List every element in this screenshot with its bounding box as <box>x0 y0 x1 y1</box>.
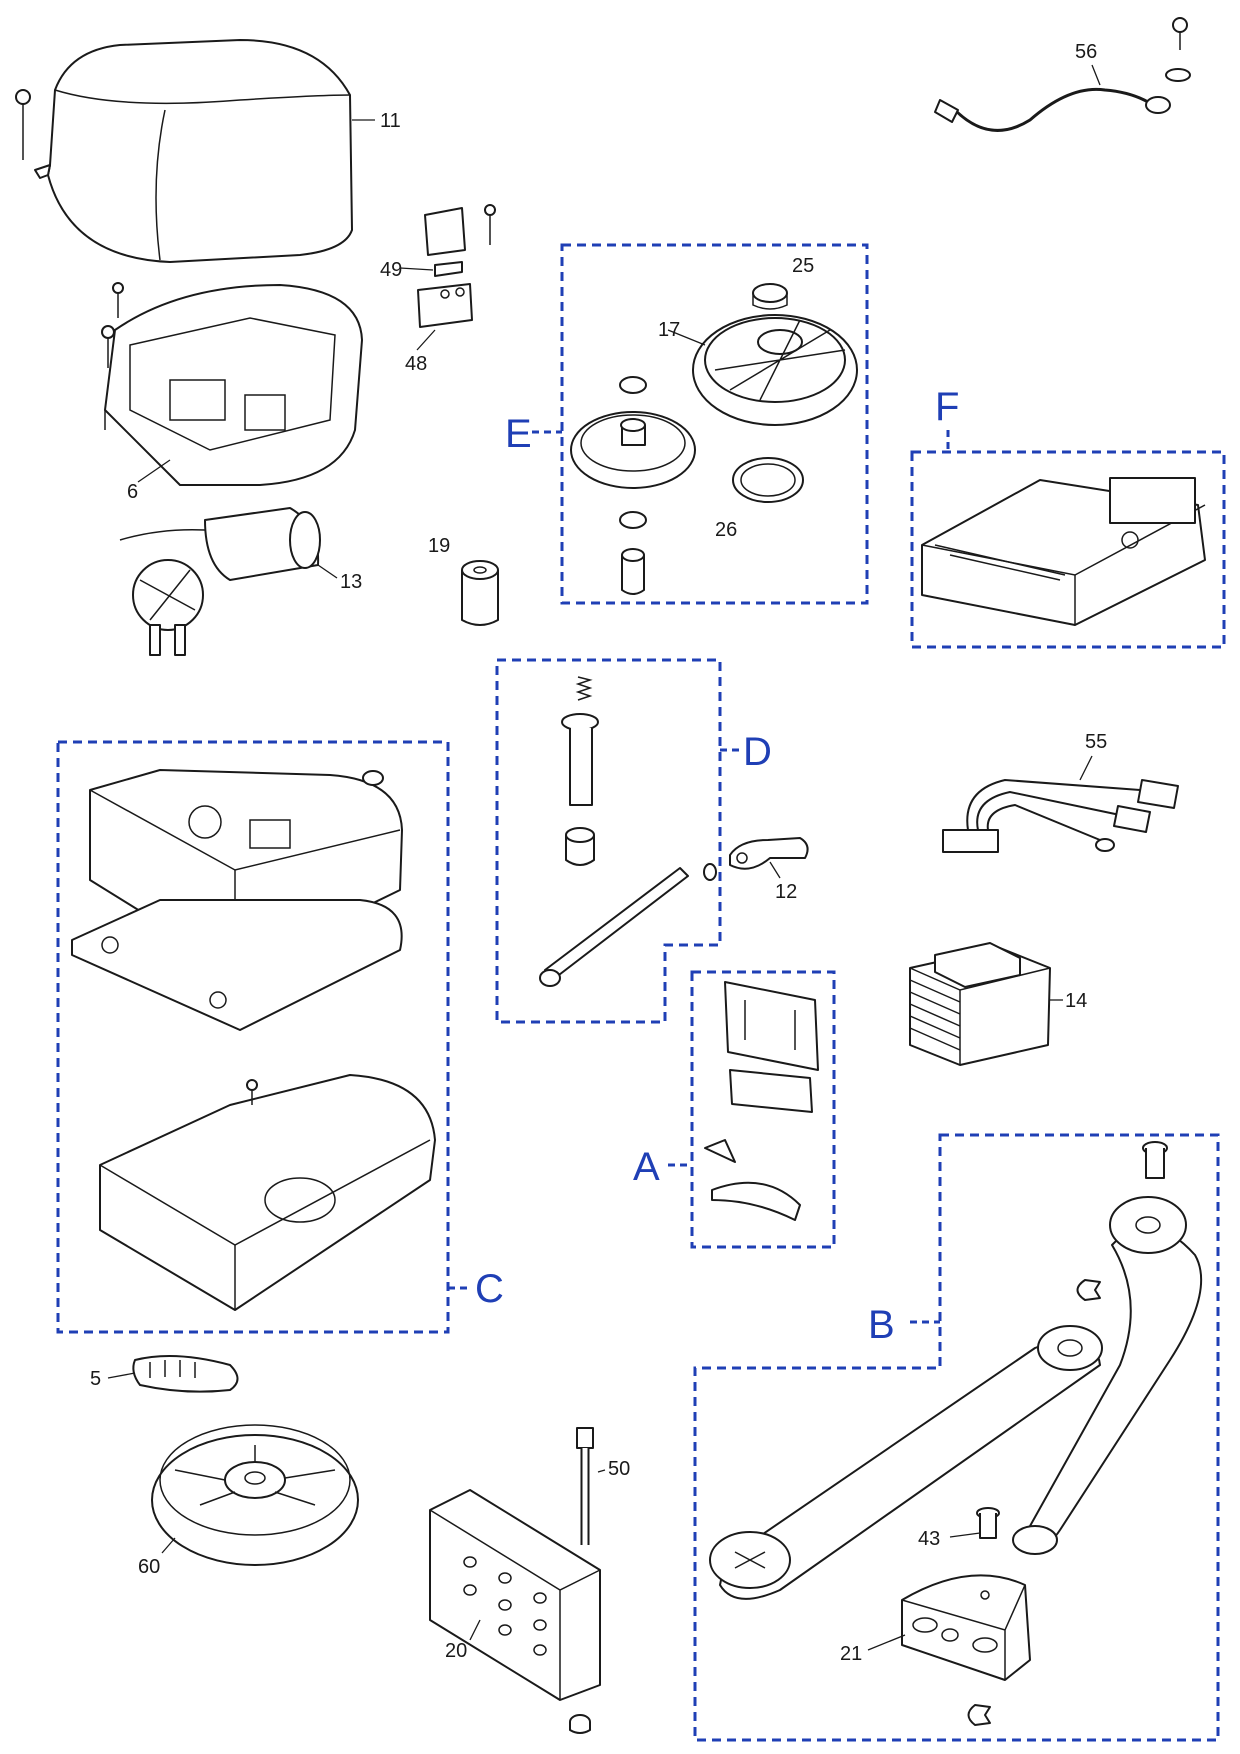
part-17-large-gear <box>667 314 858 426</box>
label-48: 48 <box>405 353 427 375</box>
part-43-pin <box>949 1507 1000 1539</box>
label-50: 50 <box>608 1458 630 1480</box>
label-55: 55 <box>1085 731 1107 753</box>
part-25-cap <box>752 283 788 310</box>
group-d-box <box>495 658 722 1024</box>
part-12-release-key <box>729 837 809 879</box>
group-f-box <box>910 450 1226 649</box>
part-20-plate <box>429 1489 601 1701</box>
nut-20 <box>569 1714 591 1734</box>
clip-b-top <box>1076 1279 1101 1301</box>
control-board <box>921 477 1206 626</box>
part-56-cable <box>934 17 1191 132</box>
clip-b-bottom <box>967 1704 991 1726</box>
group-e-label: E <box>505 412 532 456</box>
group-f-label: F <box>935 385 959 429</box>
part-13-motor <box>119 507 338 656</box>
group-c-label: C <box>475 1267 504 1311</box>
part-14-transformer <box>909 942 1063 1066</box>
screw-48 <box>484 204 496 245</box>
part-5-cap <box>107 1355 239 1393</box>
label-14: 14 <box>1065 990 1087 1012</box>
screw-11 <box>15 89 31 160</box>
screw-6a <box>112 282 124 318</box>
small-gear-assembly <box>570 376 696 595</box>
group-e-box <box>560 243 869 605</box>
screw-6b <box>101 325 115 368</box>
group-b-label: B <box>868 1303 895 1347</box>
part-21-bracket <box>867 1574 1031 1681</box>
arm-short <box>709 1325 1103 1600</box>
group-b-box <box>693 1133 1220 1742</box>
label-20: 20 <box>445 1640 467 1662</box>
label-5: 5 <box>90 1368 101 1390</box>
part-26-ring <box>732 457 804 503</box>
release-shaft <box>539 676 717 987</box>
part-55-harness <box>942 755 1179 853</box>
part-60-pulley <box>151 1424 359 1566</box>
label-6: 6 <box>127 481 138 503</box>
label-11: 11 <box>380 110 401 132</box>
label-26: 26 <box>715 519 737 541</box>
part-11-cover <box>34 39 375 263</box>
group-c-box <box>56 740 450 1334</box>
label-56: 56 <box>1075 41 1097 63</box>
pin-top-b <box>1142 1141 1168 1179</box>
label-60: 60 <box>138 1556 160 1578</box>
label-25: 25 <box>792 255 814 277</box>
part-19-spacer <box>461 560 499 626</box>
housing-bottom <box>99 1074 436 1311</box>
part-6-base <box>104 284 363 486</box>
group-a-box <box>690 970 836 1249</box>
label-12: 12 <box>775 881 797 903</box>
label-21: 21 <box>840 1643 862 1665</box>
label-17: 17 <box>658 319 680 341</box>
label-19: 19 <box>428 535 450 557</box>
label-13: 13 <box>340 571 362 593</box>
group-a-parts <box>704 981 819 1221</box>
part-48-49-fuse-holder <box>399 207 473 351</box>
group-d-label: D <box>743 730 772 774</box>
arm-long <box>1012 1196 1203 1555</box>
label-49: 49 <box>380 259 402 281</box>
label-43: 43 <box>918 1528 940 1550</box>
housing-gasket <box>71 899 403 1031</box>
group-a-label: A <box>633 1145 660 1189</box>
part-50-bolt <box>576 1427 606 1545</box>
